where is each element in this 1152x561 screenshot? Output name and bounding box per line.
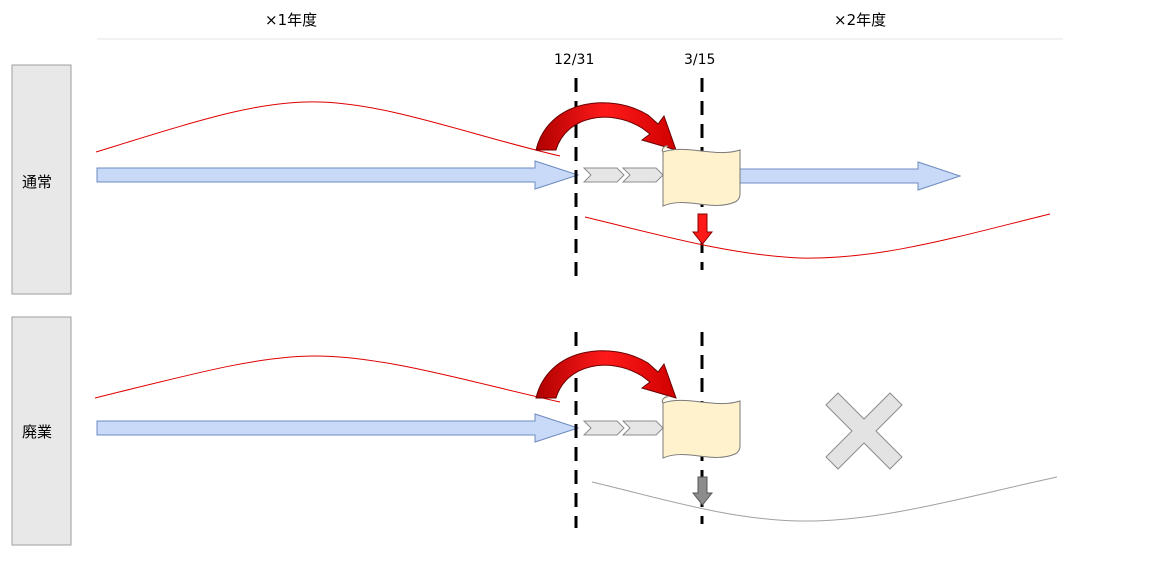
income-curve-year1-normal <box>95 101 561 157</box>
year2-label: ×2年度 <box>834 11 886 29</box>
row-label-normal-text: 通常 <box>22 173 52 191</box>
income-curve-year2-normal <box>584 213 1051 259</box>
filing-date-label: 3/15 <box>684 52 715 68</box>
timeline-arrow-year1-closure <box>96 413 580 443</box>
carry-over-arc-arrow-normal <box>535 102 677 151</box>
down-arrow-icon <box>691 476 714 506</box>
down-arrow-icon <box>691 213 714 245</box>
timeline-arrow-year2-normal <box>739 161 962 191</box>
year-end-date-label: 12/31 <box>554 52 594 68</box>
income-curve-year2-closure <box>591 476 1058 522</box>
row-label-closure: 廃業 <box>11 316 72 546</box>
income-curve-year1-closure <box>94 355 561 403</box>
row-label-normal: 通常 <box>11 64 72 295</box>
chevron-icon <box>621 420 664 436</box>
timeline-arrow-year1-normal <box>96 160 580 190</box>
row-label-closure-text: 廃業 <box>22 423 52 441</box>
chevron-icon <box>582 167 625 183</box>
document-icon <box>661 145 741 207</box>
document-icon <box>661 396 741 459</box>
cross-icon <box>825 392 903 470</box>
year1-label: ×1年度 <box>265 11 317 29</box>
carry-over-arc-arrow-closure <box>535 350 677 399</box>
chevron-icon <box>582 420 625 436</box>
chevron-icon <box>621 167 664 183</box>
